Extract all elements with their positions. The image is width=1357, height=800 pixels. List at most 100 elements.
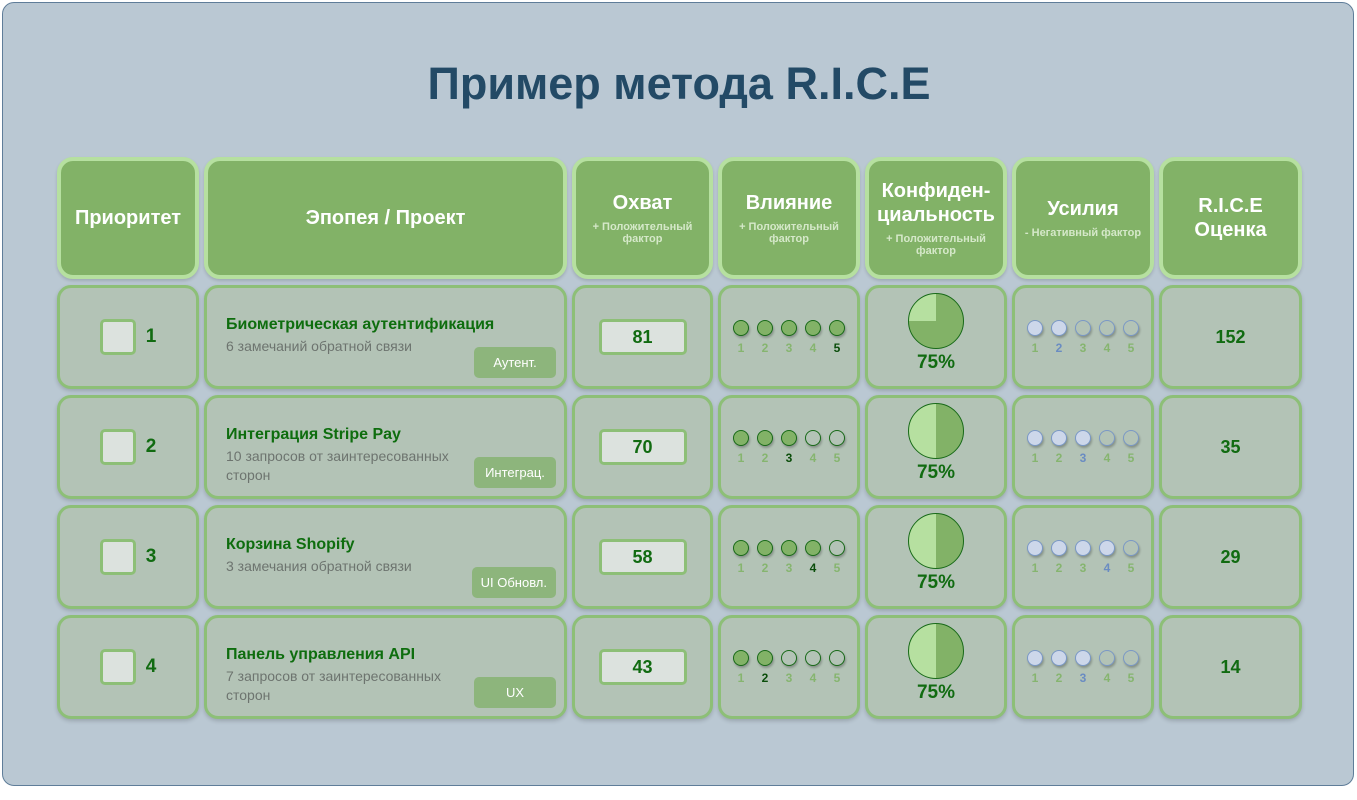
effort-dot[interactable] xyxy=(1123,319,1139,336)
impact-label: 3 xyxy=(785,670,793,685)
epic-tag[interactable]: Интеграц. xyxy=(474,457,556,488)
epic-tag[interactable]: Аутент. xyxy=(474,347,556,378)
effort-dot[interactable] xyxy=(1099,319,1115,336)
effort-label: 2 xyxy=(1055,450,1063,465)
epic-tag[interactable]: UI Обновл. xyxy=(471,567,556,598)
impact-dot[interactable] xyxy=(757,319,773,336)
header-title: Охват xyxy=(612,192,673,214)
effort-dot[interactable] xyxy=(1075,319,1091,336)
confidence-value: 75% xyxy=(916,681,956,703)
header-title: Эпопея / Проект xyxy=(305,207,466,229)
reach-value[interactable]: 81 xyxy=(598,319,687,355)
effort-dot[interactable] xyxy=(1027,319,1043,336)
epic-tag[interactable]: UX xyxy=(474,677,556,708)
row-checkbox[interactable] xyxy=(99,429,136,465)
effort-dot[interactable] xyxy=(1051,429,1067,446)
impact-dot[interactable] xyxy=(829,649,845,666)
impact-dot[interactable] xyxy=(829,319,845,336)
effort-dot[interactable] xyxy=(1075,649,1091,666)
impact-dot[interactable] xyxy=(733,649,749,666)
impact-label: 1 xyxy=(737,670,745,685)
impact-dot[interactable] xyxy=(829,429,845,446)
confidence-pie xyxy=(908,292,964,349)
row-checkbox[interactable] xyxy=(99,649,136,685)
impact-dot[interactable] xyxy=(733,319,749,336)
impact-label: 3 xyxy=(785,560,793,575)
rice-score-cell: 152 xyxy=(1159,285,1302,389)
impact-dot[interactable] xyxy=(757,539,773,556)
epic-title: Интеграция Stripe Pay xyxy=(226,426,401,443)
impact-dot[interactable] xyxy=(805,539,821,556)
effort-label: 2 xyxy=(1055,560,1063,575)
effort-label: 1 xyxy=(1031,670,1039,685)
impact-dot[interactable] xyxy=(781,319,797,336)
epic-subtitle: 10 запросов от заинтересованных сторон xyxy=(226,448,449,483)
effort-dot[interactable] xyxy=(1051,649,1067,666)
confidence-value: 75% xyxy=(916,461,956,483)
effort-dot[interactable] xyxy=(1123,429,1139,446)
effort-label: 4 xyxy=(1103,670,1111,685)
header-confidence: Конфиден-циальность+ Положительный факто… xyxy=(865,157,1007,279)
effort-dot[interactable] xyxy=(1051,319,1067,336)
effort-dot[interactable] xyxy=(1075,539,1091,556)
impact-dot[interactable] xyxy=(781,649,797,666)
confidence-cell: 75% xyxy=(865,615,1007,719)
impact-dot[interactable] xyxy=(733,539,749,556)
effort-dot[interactable] xyxy=(1027,539,1043,556)
effort-label: 4 xyxy=(1103,450,1111,465)
impact-dot[interactable] xyxy=(733,429,749,446)
impact-label: 5 xyxy=(833,560,841,575)
impact-dot[interactable] xyxy=(757,429,773,446)
impact-dot[interactable] xyxy=(757,649,773,666)
effort-label: 1 xyxy=(1031,340,1039,355)
effort-label: 4 xyxy=(1103,340,1111,355)
reach-value[interactable]: 70 xyxy=(598,429,687,465)
effort-dot[interactable] xyxy=(1099,649,1115,666)
effort-dot[interactable] xyxy=(1123,539,1139,556)
reach-value[interactable]: 58 xyxy=(598,539,687,575)
priority-number: 1 xyxy=(145,326,157,347)
effort-dot[interactable] xyxy=(1075,429,1091,446)
effort-dot[interactable] xyxy=(1027,429,1043,446)
header-subtitle: - Негативный фактор xyxy=(1024,227,1142,239)
confidence-pie xyxy=(908,622,964,679)
effort-dot[interactable] xyxy=(1027,649,1043,666)
row-checkbox[interactable] xyxy=(99,539,136,575)
reach-cell: 81 xyxy=(572,285,713,389)
row-checkbox[interactable] xyxy=(99,319,136,355)
effort-dot[interactable] xyxy=(1099,539,1115,556)
page-title: Пример метода R.I.C.E xyxy=(427,58,931,109)
rice-score: 152 xyxy=(1215,326,1246,347)
impact-dot[interactable] xyxy=(805,649,821,666)
header-priority: Приоритет xyxy=(57,157,199,279)
impact-dot[interactable] xyxy=(781,539,797,556)
impact-dot[interactable] xyxy=(781,429,797,446)
effort-dot[interactable] xyxy=(1051,539,1067,556)
priority-number: 4 xyxy=(145,656,157,677)
rice-score-cell: 14 xyxy=(1159,615,1302,719)
impact-label: 5 xyxy=(833,340,841,355)
reach-value[interactable]: 43 xyxy=(598,649,687,685)
impact-label: 4 xyxy=(809,450,817,465)
epic-cell: Интеграция Stripe Pay 10 запросов от заин… xyxy=(204,395,567,499)
confidence-pie xyxy=(908,402,964,459)
impact-dot[interactable] xyxy=(805,319,821,336)
priority-cell: 4 xyxy=(57,615,199,719)
impact-dot[interactable] xyxy=(805,429,821,446)
effort-dot[interactable] xyxy=(1099,429,1115,446)
impact-dot[interactable] xyxy=(829,539,845,556)
effort-dot[interactable] xyxy=(1123,649,1139,666)
